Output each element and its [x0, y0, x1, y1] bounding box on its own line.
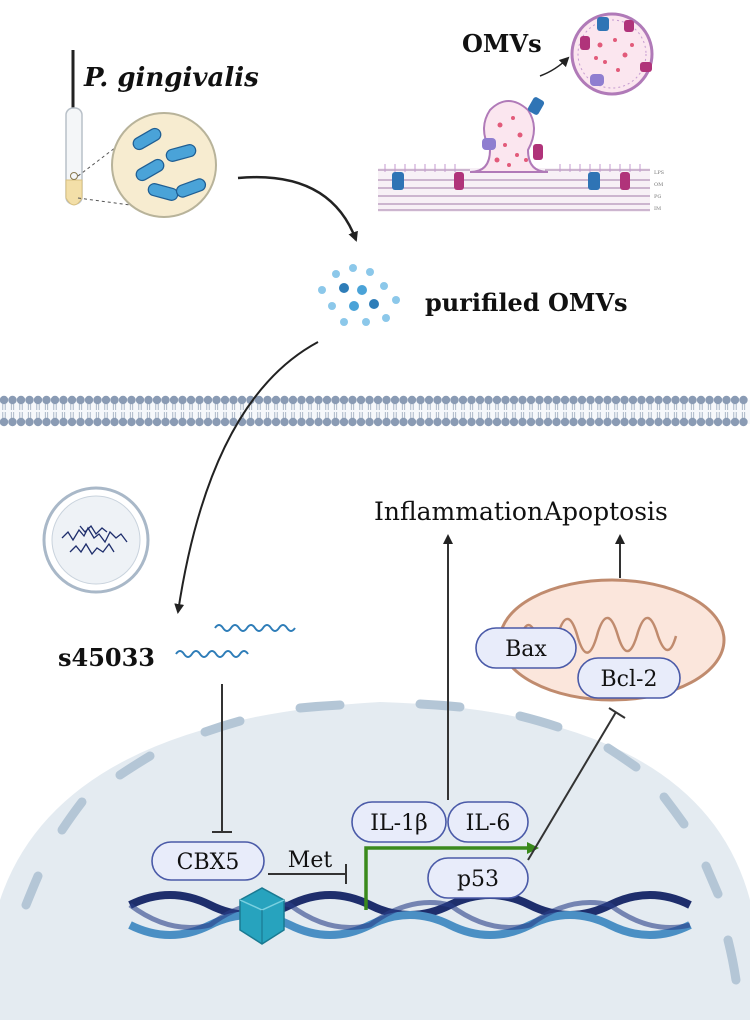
- s45033-rna: [175, 624, 296, 658]
- bacterial-envelope: LPS OM PG IM: [378, 97, 665, 212]
- membrane-layer-labels: LPS OM PG IM: [654, 170, 665, 212]
- inflammation-label: Inflammation: [374, 497, 543, 526]
- cbx5-label: CBX5: [177, 850, 240, 875]
- nucleus: [0, 699, 750, 1020]
- svg-text:PG: PG: [654, 194, 661, 200]
- test-tube: [65, 50, 83, 206]
- apoptosis-label: Apoptosis: [543, 497, 668, 526]
- rna-vesicle: [42, 486, 150, 594]
- arrow-to-rna: [174, 341, 319, 614]
- omv-vesicle: [570, 12, 654, 96]
- cell-membrane: [0, 395, 750, 427]
- bcl2-node: [577, 657, 681, 699]
- dna-helix: [128, 891, 692, 939]
- bcl2-label: Bcl-2: [601, 667, 658, 692]
- p53-node: [427, 857, 529, 899]
- inhibit-met: [268, 864, 347, 884]
- transcription-arrow: [364, 842, 539, 910]
- s45033-label: s45033: [58, 643, 155, 672]
- p53-label: p53: [457, 867, 499, 892]
- nucleosome: [239, 887, 285, 945]
- svg-text:LPS: LPS: [654, 170, 665, 176]
- bax-node: [475, 627, 577, 669]
- arrow-to-purified: [237, 175, 358, 242]
- bacteria-magnified: [111, 112, 217, 218]
- il6-label: IL-6: [466, 811, 511, 836]
- il1b-label: IL-1β: [370, 811, 427, 836]
- purified-omvs-label: purifiled OMVs: [425, 288, 628, 317]
- bax-label: Bax: [505, 637, 547, 662]
- inhibit-rna-cbx5: [212, 684, 232, 833]
- il6-node: [447, 801, 529, 843]
- cbx5-node: [151, 841, 265, 881]
- omvs-label: OMVs: [462, 29, 542, 58]
- purified-omv-dots: [318, 264, 400, 326]
- met-label: Met: [288, 848, 333, 873]
- svg-text:OM: OM: [654, 182, 663, 188]
- bacterium-label: P. gingivalis: [83, 63, 259, 93]
- inhibit-p53-bcl2: [527, 707, 626, 861]
- il1b-node: [351, 801, 447, 843]
- svg-text:IM: IM: [654, 206, 661, 212]
- arrow-omv-release: [539, 56, 570, 77]
- zoom-lines: [77, 137, 131, 206]
